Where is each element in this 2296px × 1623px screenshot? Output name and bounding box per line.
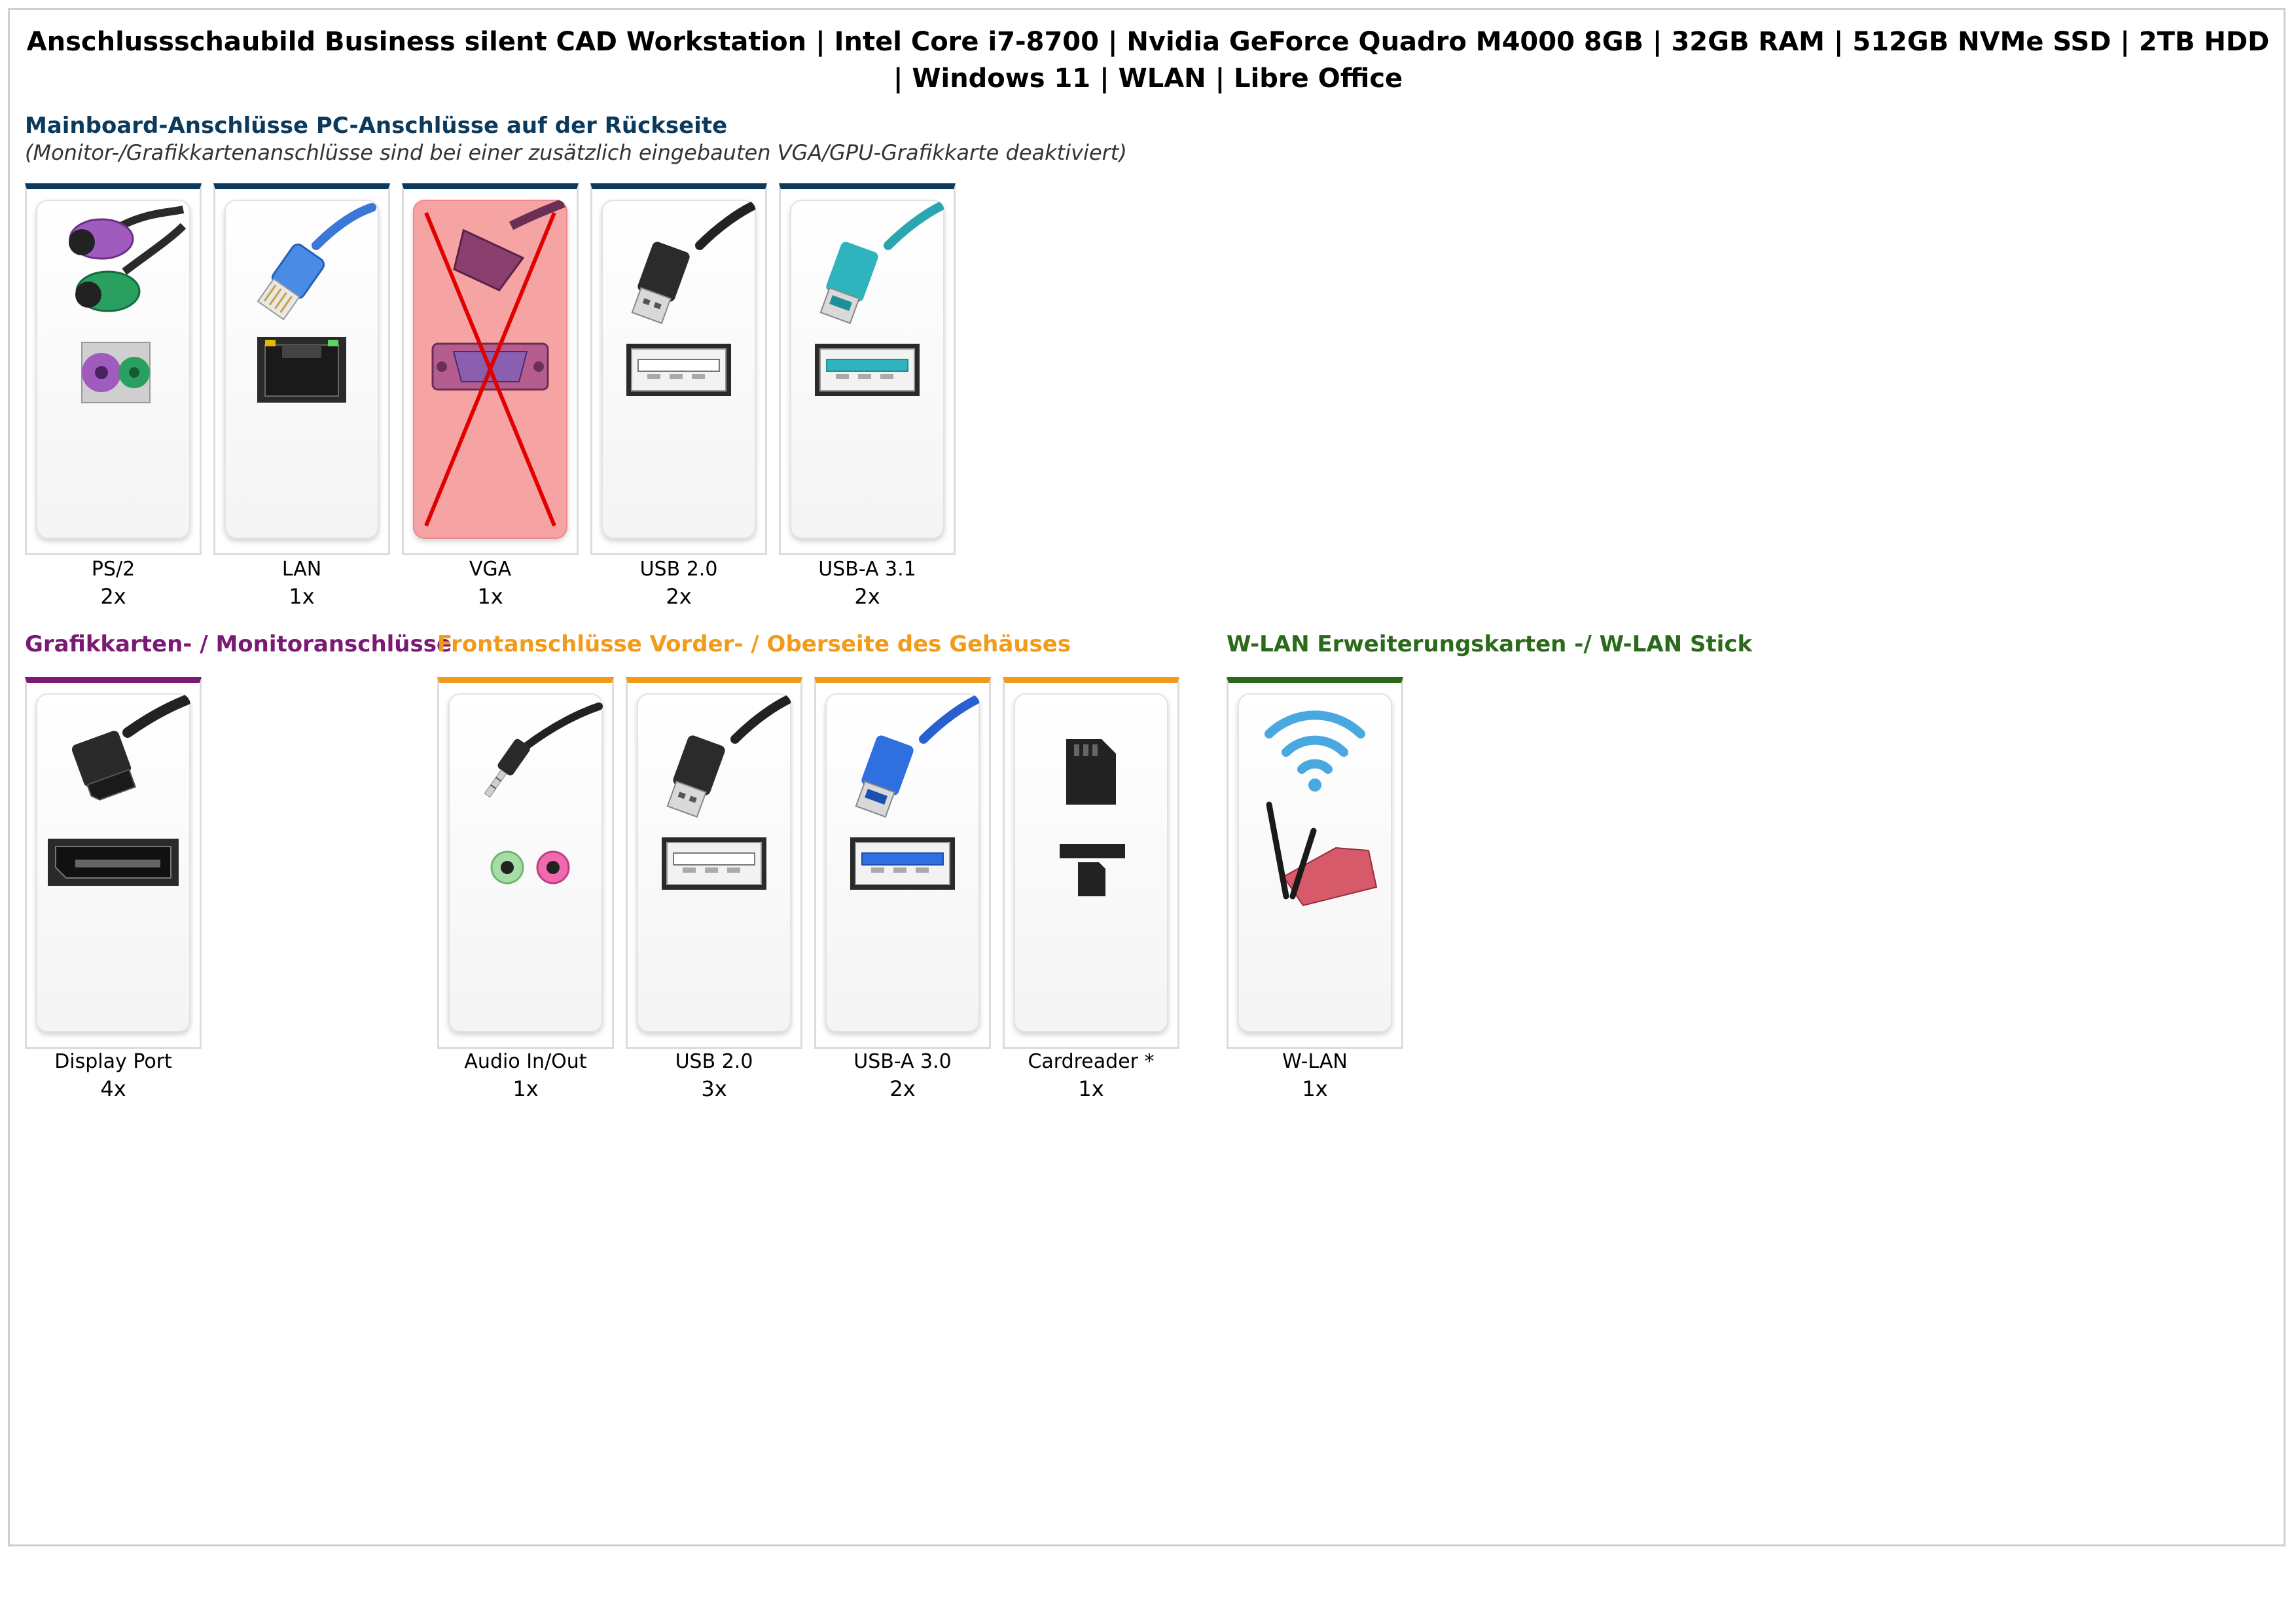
port-count: 1x [477, 584, 503, 609]
port-label: VGA [469, 558, 512, 581]
port-count: 2x [889, 1076, 916, 1101]
port-card-audio [437, 677, 614, 1049]
audio-icon [484, 702, 603, 884]
port-count: 2x [100, 584, 126, 609]
port-card-usb31 [779, 183, 956, 555]
port-card-front-usb20 [626, 677, 802, 1049]
port-card-displayport [25, 677, 202, 1049]
port-card-vga [402, 183, 579, 555]
port-count: 1x [1078, 1076, 1104, 1101]
usb31-icon [815, 202, 944, 396]
port-card-wlan [1227, 677, 1403, 1049]
port-card-cardreader [1003, 677, 1179, 1049]
port-count: 4x [100, 1076, 126, 1101]
port-count: 3x [701, 1076, 727, 1101]
port-count: 2x [666, 584, 692, 609]
port-card-lan [213, 183, 390, 555]
port-label: Cardreader * [1028, 1050, 1155, 1073]
port-count: 2x [854, 584, 880, 609]
port-card-usb30 [814, 677, 991, 1049]
port-count: 1x [1302, 1076, 1328, 1101]
page-frame [8, 8, 2286, 1546]
port-label: USB 2.0 [639, 558, 718, 581]
port-label: PS/2 [91, 558, 135, 581]
ps2-icon [69, 206, 187, 403]
mainboard-section-title: Mainboard-Anschlüsse PC-Anschlüsse auf d… [25, 113, 728, 139]
usb30-icon [850, 695, 980, 890]
port-label: USB-A 3.0 [853, 1050, 952, 1073]
port-label: USB-A 3.1 [818, 558, 916, 581]
port-label: LAN [281, 558, 322, 581]
port-label: USB 2.0 [675, 1050, 753, 1073]
wifi-icon [1265, 710, 1378, 907]
wlan-section-title: W-LAN Erweiterungskarten -/ W-LAN Stick [1227, 631, 1753, 657]
port-card-usb20 [590, 183, 767, 555]
port-card-ps2 [25, 183, 202, 555]
port-label: Audio In/Out [464, 1050, 587, 1073]
usb-icon [601, 200, 756, 397]
usb-icon [637, 693, 791, 890]
graphics-section-title: Grafikkarten- / Monitoranschlüsse [25, 631, 452, 657]
page-title: Anschlussschaubild Business silent CAD W… [26, 27, 2270, 94]
cardreader-icon [1060, 739, 1125, 896]
lan-icon [257, 203, 376, 403]
port-count: 1x [289, 584, 315, 609]
port-count: 1x [512, 1076, 539, 1101]
port-label: W-LAN [1282, 1050, 1348, 1073]
displayport-icon [48, 695, 190, 886]
vga-icon [431, 200, 565, 391]
disabled-cross-icon [424, 211, 556, 527]
mainboard-section-subtitle: (Monitor-/Grafikkartenanschlüsse sind be… [25, 140, 1127, 165]
port-label: Display Port [54, 1050, 172, 1073]
front-section-title: Frontanschlüsse Vorder- / Oberseite des … [437, 631, 1071, 657]
